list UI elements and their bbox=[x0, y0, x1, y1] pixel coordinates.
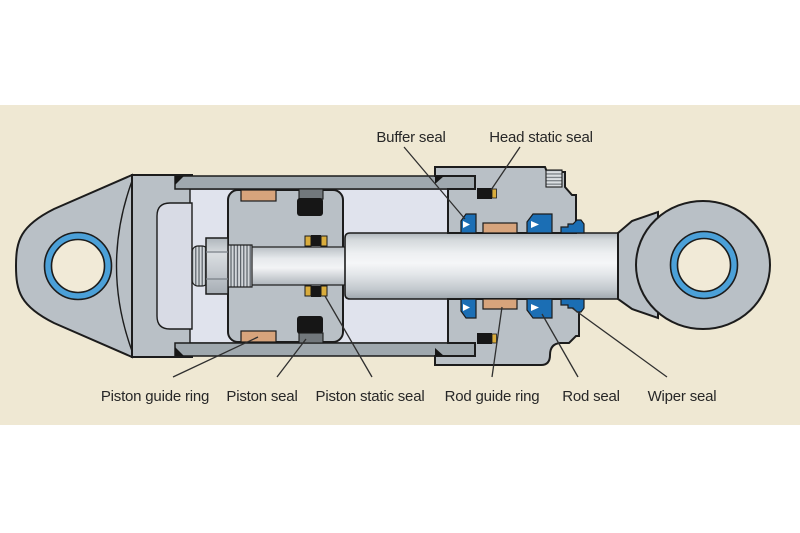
head-port-thread bbox=[545, 169, 563, 188]
leader-buffer-seal bbox=[403, 146, 466, 220]
labels: Buffer seal Head static seal Piston guid… bbox=[101, 129, 717, 405]
piston-nut bbox=[205, 237, 229, 295]
rod-seal-bottom bbox=[526, 298, 553, 319]
rod-end-eye bbox=[617, 200, 771, 330]
label-piston-seal: Piston seal bbox=[226, 388, 297, 405]
leader-piston-static-seal bbox=[324, 295, 373, 378]
piston-static-seal-top bbox=[304, 235, 328, 247]
label-buffer-seal: Buffer seal bbox=[376, 129, 445, 146]
leader-rod-guide-ring bbox=[491, 306, 503, 378]
piston-assembly bbox=[191, 188, 351, 344]
leader-piston-seal bbox=[276, 338, 307, 378]
clevis-transition-line bbox=[115, 180, 133, 352]
label-rod-guide-ring: Rod guide ring bbox=[445, 388, 540, 405]
label-head-static-seal: Head static seal bbox=[489, 129, 593, 146]
label-piston-static-seal: Piston static seal bbox=[316, 388, 425, 405]
leader-rod-seal bbox=[541, 313, 579, 378]
label-wiper-seal: Wiper seal bbox=[648, 388, 717, 405]
weld-mark-bottom bbox=[175, 347, 184, 356]
rod-thread-section bbox=[227, 244, 253, 288]
rod-guide-ring-bottom bbox=[482, 298, 518, 310]
leader-piston-guide-ring bbox=[172, 336, 259, 378]
head-static-seal-top bbox=[477, 188, 497, 199]
wiper-seal-top bbox=[560, 219, 585, 234]
rod-seal-top bbox=[526, 213, 553, 234]
cap-end-clevis bbox=[14, 173, 133, 359]
piston-seal-top bbox=[297, 188, 324, 216]
piston-static-seal-bottom bbox=[304, 285, 328, 297]
weld-mark-top bbox=[175, 176, 184, 185]
piston-seal-bottom bbox=[297, 316, 324, 344]
barrel-bottom-wall bbox=[174, 342, 476, 357]
label-piston-guide-ring: Piston guide ring bbox=[101, 388, 209, 405]
leader-lines bbox=[172, 146, 668, 378]
piston-guide-ring-bottom bbox=[240, 330, 277, 343]
piston-rod bbox=[344, 232, 661, 300]
cap-pocket bbox=[156, 202, 193, 330]
leader-head-static-seal bbox=[490, 146, 521, 191]
head-static-seal-bottom bbox=[477, 333, 497, 344]
rod-guide-ring-top bbox=[482, 222, 518, 234]
buffer-seal-bottom bbox=[460, 298, 477, 319]
cap-eye-bore bbox=[50, 238, 106, 294]
head-weld-mark-top bbox=[435, 176, 444, 184]
head-weld-mark-bottom bbox=[435, 348, 444, 356]
label-rod-seal: Rod seal bbox=[562, 388, 620, 405]
cylinder-barrel bbox=[174, 175, 476, 357]
piston-guide-ring-top bbox=[240, 189, 277, 202]
rod-eye-bore bbox=[676, 237, 732, 293]
leader-wiper-seal bbox=[571, 307, 668, 378]
